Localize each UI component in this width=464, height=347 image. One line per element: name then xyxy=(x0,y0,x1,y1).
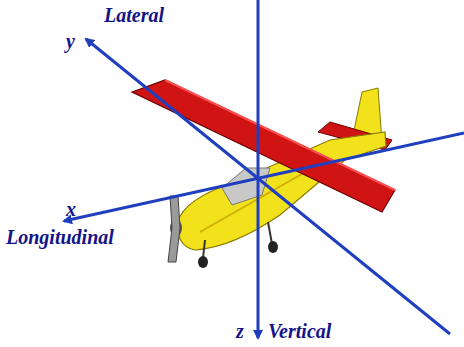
axis-letter: z xyxy=(236,320,244,342)
axis-letter: y xyxy=(66,30,75,52)
axis-name: Longitudinal xyxy=(6,226,114,248)
axis-name: Vertical xyxy=(268,320,331,342)
axis-letter: x xyxy=(66,198,76,220)
propeller xyxy=(168,196,180,262)
x-axis xyxy=(64,133,464,221)
cabin-window xyxy=(222,168,270,205)
y-axis xyxy=(86,39,450,334)
wheel xyxy=(268,241,278,253)
axis-name: Lateral xyxy=(104,4,164,26)
wing xyxy=(132,80,395,212)
z-axis xyxy=(257,0,260,338)
wheel xyxy=(198,256,208,268)
